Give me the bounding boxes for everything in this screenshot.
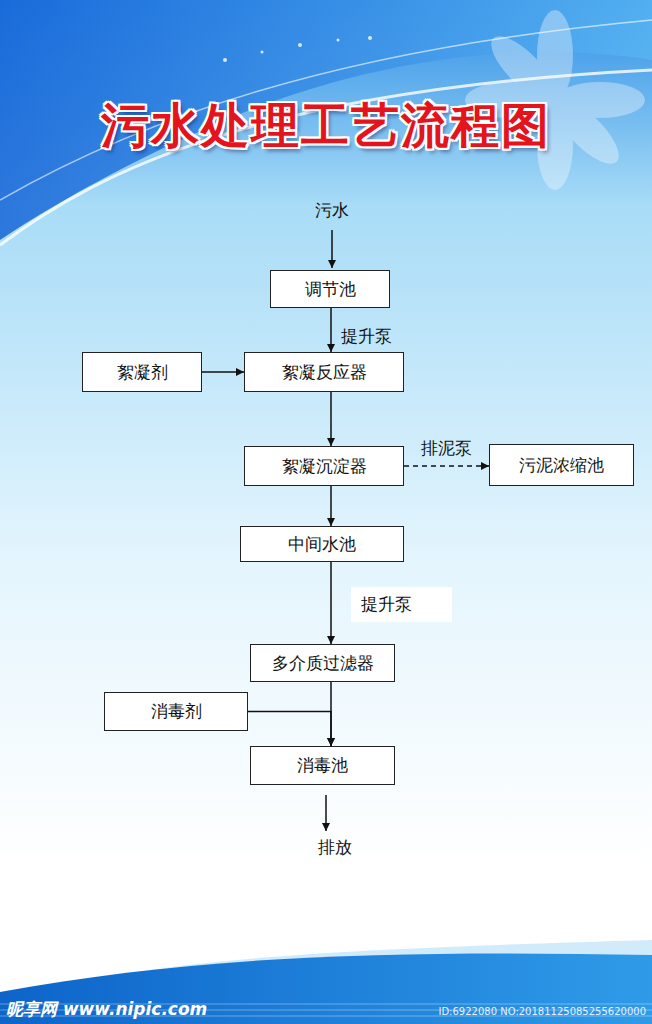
flow-arrow bbox=[330, 392, 332, 446]
foot-wave bbox=[0, 940, 652, 1024]
box-label: 污泥浓缩池 bbox=[511, 454, 612, 477]
outflow-arrow bbox=[325, 795, 327, 831]
box-label: 絮凝反应器 bbox=[274, 361, 375, 384]
watermark: 昵享网 www.nipic.com bbox=[6, 998, 207, 1021]
flow-arrow bbox=[330, 308, 332, 352]
process-box: 污泥浓缩池 bbox=[489, 444, 634, 486]
process-box: 消毒池 bbox=[250, 746, 395, 785]
inflow-arrow bbox=[331, 230, 333, 268]
process-box: 调节池 bbox=[270, 270, 390, 308]
box-label: 多介质过滤器 bbox=[264, 652, 382, 675]
box-label: 调节池 bbox=[297, 278, 364, 301]
process-box: 中间水池 bbox=[240, 526, 404, 562]
outflow-label: 排放 bbox=[318, 836, 352, 859]
box-label: 絮凝沉淀器 bbox=[274, 455, 375, 478]
foot-band bbox=[0, 953, 652, 1024]
reagent-box: 消毒剂 bbox=[104, 692, 248, 731]
process-box: 絮凝反应器 bbox=[244, 352, 404, 392]
box-label: 中间水池 bbox=[280, 533, 364, 556]
box-label: 消毒剂 bbox=[143, 700, 210, 723]
sparkles bbox=[223, 36, 372, 62]
watermark: ID:6922080 NO:20181125085255620000 bbox=[438, 1006, 646, 1017]
reagent-box: 絮凝剂 bbox=[82, 352, 202, 392]
process-box: 多介质过滤器 bbox=[250, 644, 395, 682]
process-box: 絮凝沉淀器 bbox=[244, 446, 404, 486]
pump-label: 提升泵 bbox=[351, 587, 452, 622]
flow-arrow bbox=[330, 562, 332, 644]
pump-label: 提升泵 bbox=[341, 325, 392, 348]
flow-arrow bbox=[248, 712, 331, 747]
flow-arrow bbox=[202, 371, 244, 373]
box-label: 消毒池 bbox=[289, 754, 356, 777]
inflow-label: 污水 bbox=[315, 199, 349, 222]
pump-label: 排泥泵 bbox=[421, 437, 472, 460]
box-label: 絮凝剂 bbox=[109, 361, 176, 384]
title: 污水处理工艺流程图 bbox=[0, 94, 652, 158]
sludge-line bbox=[404, 465, 489, 467]
flow-arrow bbox=[330, 486, 332, 526]
top-swoosh bbox=[0, 0, 652, 240]
